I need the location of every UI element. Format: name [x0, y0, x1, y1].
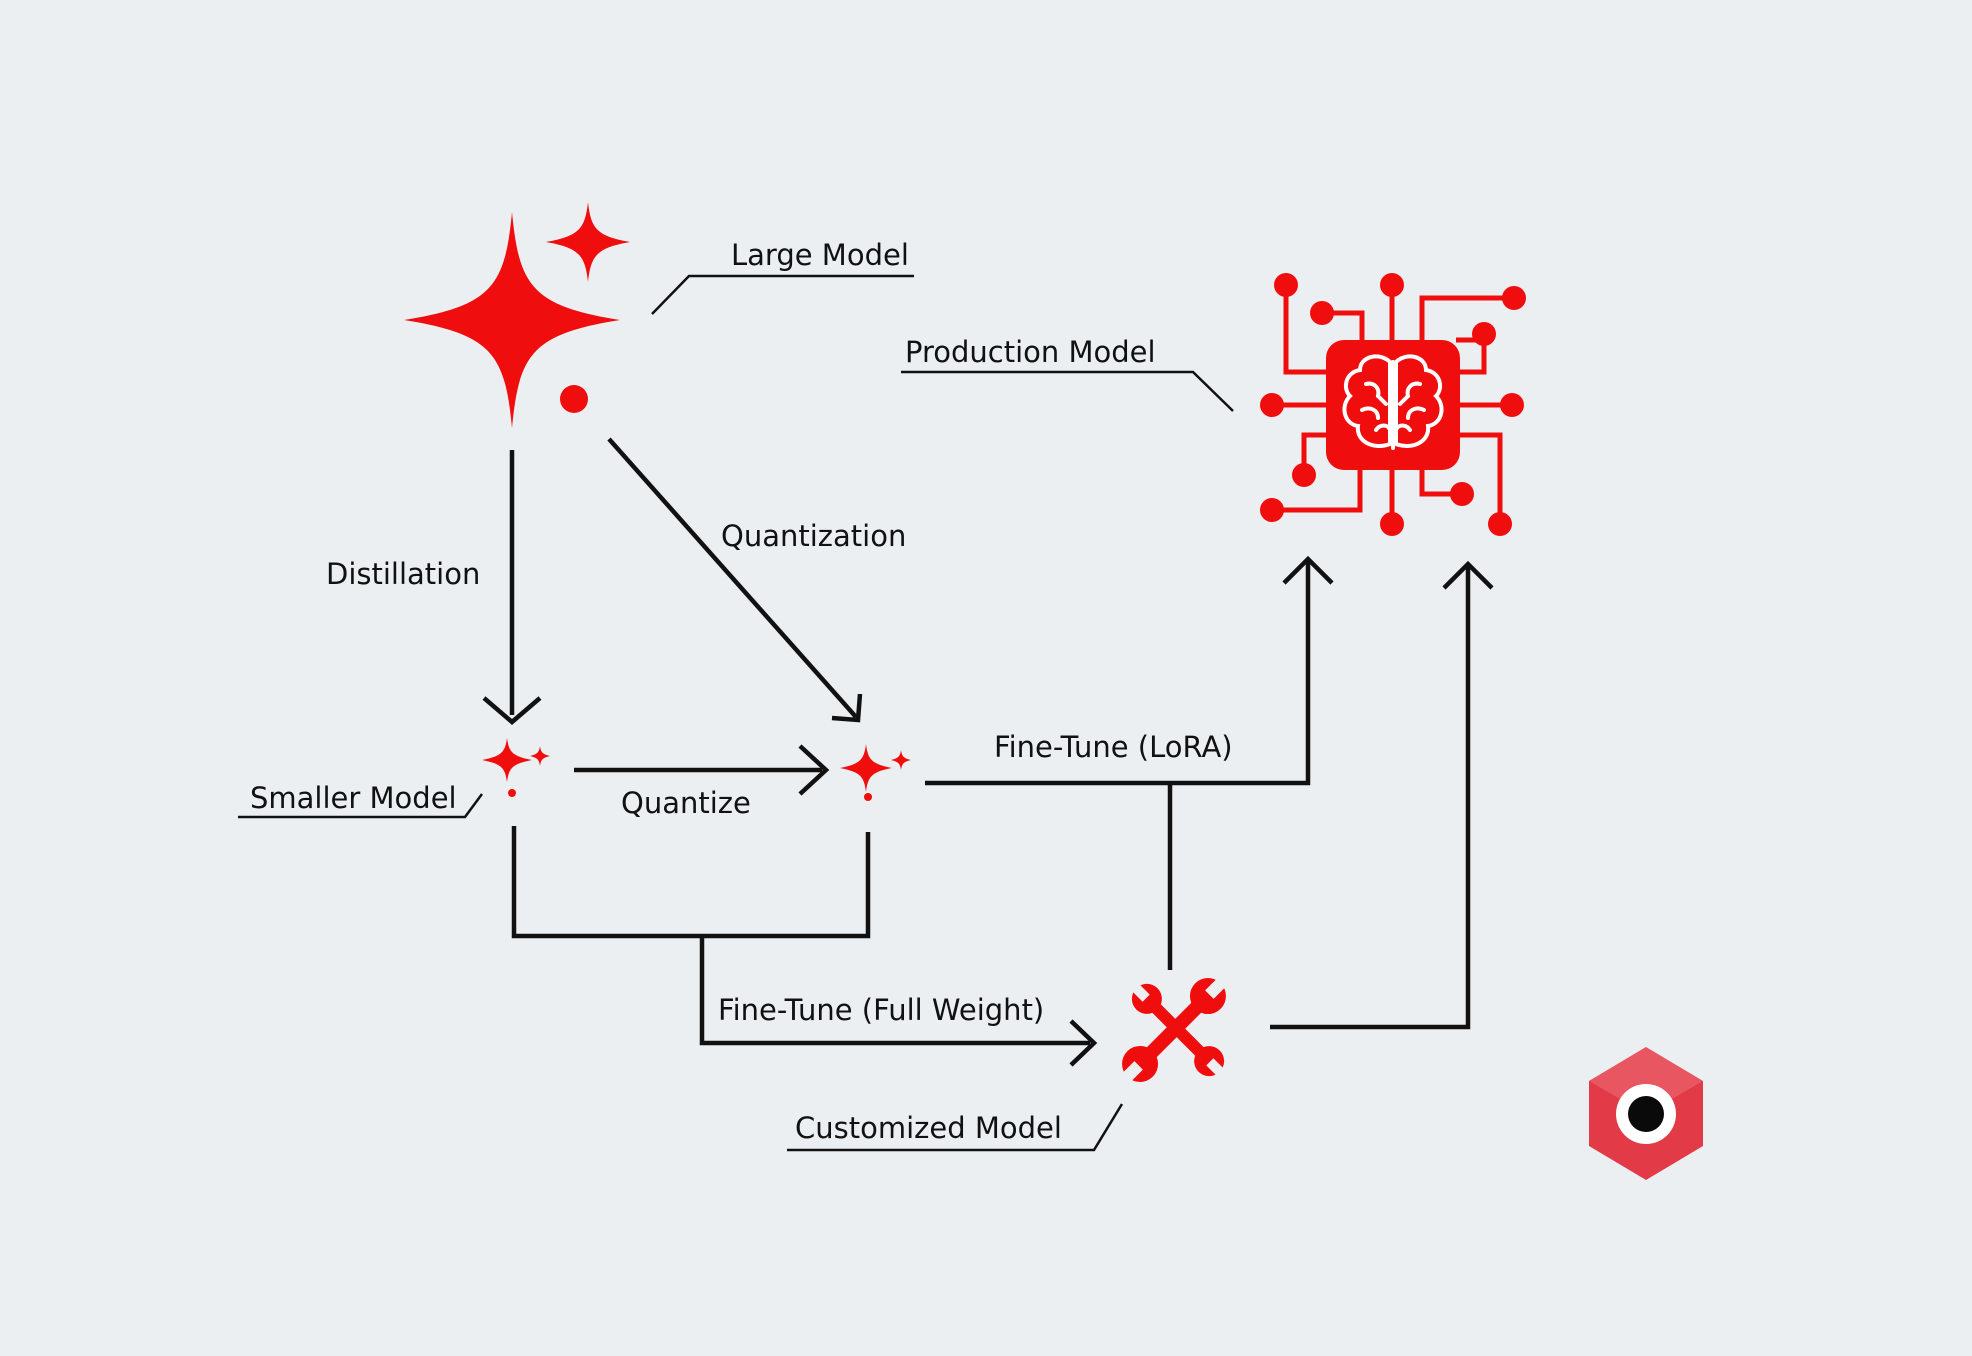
cube-logo-icon: [1589, 1047, 1703, 1180]
large-model-leader: [651, 274, 914, 315]
brain-icon: [1342, 354, 1444, 450]
production-model-brain-chip-icon: [1260, 273, 1526, 536]
distillation-label: Distillation: [326, 557, 480, 591]
production-model-leader: [901, 370, 1234, 412]
customized-model-wrench-icon: [1120, 976, 1228, 1084]
quantization-arrow: [607, 437, 863, 723]
fine-tune-full-weight-arrow: [511, 826, 1098, 1067]
customized-model-leader: [787, 1103, 1124, 1152]
smaller-model-label: Smaller Model: [250, 781, 457, 815]
smaller-model-sparkle-icon: [482, 738, 550, 797]
quantization-label: Quantization: [721, 519, 906, 553]
production-model-label: Production Model: [905, 335, 1156, 369]
quantize-arrow: [574, 744, 830, 796]
customized-model-label: Customized Model: [795, 1111, 1062, 1145]
fine-tune-lora-label: Fine-Tune (LoRA): [994, 730, 1233, 764]
distillation-arrow: [482, 450, 542, 725]
large-model-sparkle-icon: [404, 202, 630, 428]
large-model-label: Large Model: [731, 238, 909, 272]
smaller-model-leader: [238, 793, 484, 819]
fine-tune-lora-arrow: [925, 555, 1334, 970]
quantize-label: Quantize: [621, 786, 751, 820]
customized-to-production-arrow: [1270, 560, 1494, 1030]
fine-tune-full-weight-label: Fine-Tune (Full Weight): [718, 993, 1044, 1027]
quantized-model-sparkle-icon: [840, 744, 911, 801]
